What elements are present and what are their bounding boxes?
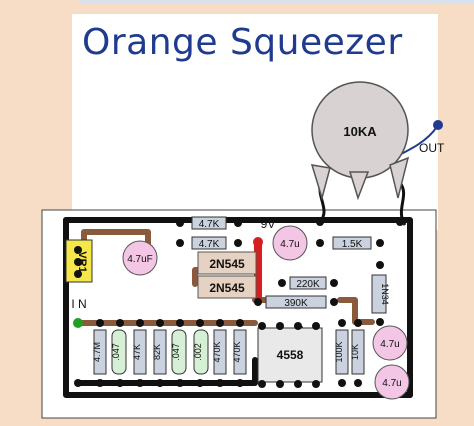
- pot-lugs: [310, 156, 410, 201]
- in-terminal-icon: [73, 318, 83, 328]
- capacitor-c7: [193, 329, 209, 375]
- power-9v-trace: [254, 240, 262, 300]
- label-9v: 9V: [261, 217, 276, 231]
- capacitor-c6: [171, 329, 187, 375]
- label-r9: 82K: [152, 344, 162, 360]
- label-q1: 2N545: [209, 257, 245, 271]
- resistor-r9: [153, 329, 167, 375]
- vr1-pin-3: [74, 270, 82, 278]
- resistor-r1: [191, 216, 227, 230]
- resistor-r13: [351, 329, 365, 375]
- capacitor-c2: [272, 225, 308, 261]
- label-r6: 1N34: [380, 283, 390, 305]
- label-in: I N: [71, 297, 86, 311]
- label-r4: 220K: [296, 279, 320, 290]
- label-r10: 470K: [212, 341, 222, 362]
- label-r1: 4.7K: [199, 219, 220, 230]
- jumper-right: [337, 297, 375, 325]
- resistor-r2: [191, 236, 227, 250]
- resistor-r3: [332, 236, 372, 250]
- label-c6: .047: [171, 343, 181, 361]
- pot-lug-mid: [348, 171, 370, 201]
- resistor-r11: [233, 329, 247, 375]
- label-pot: 10KA: [343, 124, 377, 139]
- vr1-pin-1: [74, 246, 82, 254]
- capacitor-c3: [372, 325, 408, 361]
- resistor-r10: [213, 329, 227, 375]
- capacitor-c5: [111, 329, 127, 375]
- pot-lug-left: [310, 164, 331, 201]
- resistor-r12: [335, 329, 349, 375]
- resistor-r4: [289, 276, 327, 290]
- electrolytic-caps: [122, 225, 410, 400]
- label-r11: 470K: [232, 341, 242, 362]
- capacitor-c4: [374, 364, 410, 400]
- label-r8: 47K: [132, 344, 142, 360]
- ic-4558: [257, 327, 323, 383]
- label-group: 4.7K 4.7K 1.5K 220K 390K 1N34 4.7M 47K 8…: [71, 124, 445, 389]
- resistor-r8: [133, 329, 147, 375]
- label-c7: .002: [193, 343, 203, 361]
- top-rule: [80, 0, 474, 4]
- pads: [74, 218, 404, 387]
- page-title: Orange Squeezer: [82, 22, 403, 63]
- resistor-r7: [93, 329, 107, 375]
- label-r2: 4.7K: [199, 239, 220, 250]
- label-c1: 4.7uF: [127, 254, 153, 265]
- label-vr1: VR1: [76, 251, 88, 272]
- label-c3: 4.7u: [380, 339, 399, 350]
- label-r5: 390K: [284, 298, 308, 309]
- label-ic: 4558: [277, 348, 304, 362]
- label-r12: 100K: [334, 341, 344, 362]
- label-r13: 10K: [350, 344, 360, 360]
- label-out: OUT: [419, 141, 445, 155]
- resistor-group-top: [191, 216, 387, 314]
- power-9v-pad: [253, 237, 263, 247]
- label-c5: .047: [111, 343, 121, 361]
- label-q2: 2N545: [209, 281, 245, 295]
- resistor-group-bottom: [93, 329, 365, 375]
- transistor-q1: [197, 251, 257, 275]
- resistor-r5: [265, 295, 327, 309]
- pot-lug-right: [389, 156, 410, 199]
- label-c2: 4.7u: [280, 239, 299, 250]
- capacitor-c1: [122, 240, 158, 276]
- label-c4: 4.7u: [382, 378, 401, 389]
- label-r7: 4.7M: [92, 342, 102, 362]
- ic-pins: [258, 322, 320, 388]
- label-r3: 1.5K: [342, 239, 363, 250]
- out-terminal-icon: [433, 120, 443, 130]
- vr1-pin-2: [74, 258, 82, 266]
- transistor-q2: [197, 275, 257, 299]
- diode-r6: [371, 274, 387, 314]
